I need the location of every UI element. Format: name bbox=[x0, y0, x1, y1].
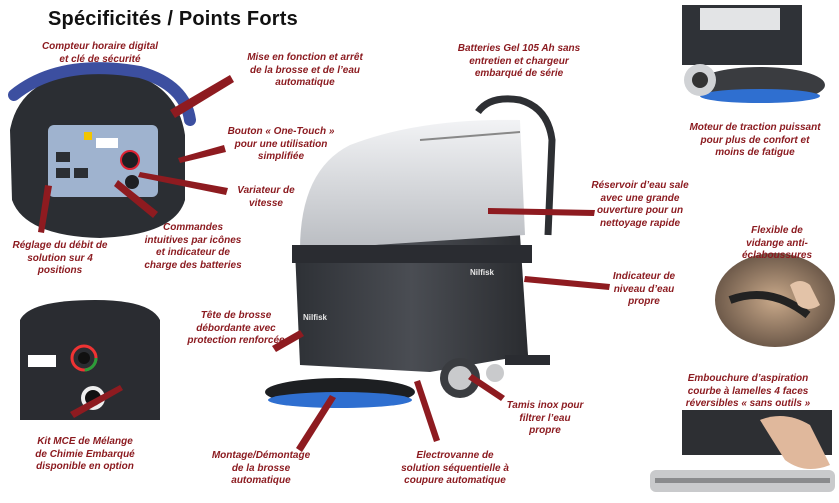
machine-brand: Nilfisk Nilfisk bbox=[303, 268, 495, 322]
caption-one-touch: Bouton « One-Touch »pour une utilisation… bbox=[227, 126, 335, 162]
hose-image bbox=[715, 253, 835, 347]
main-machine-image bbox=[265, 95, 556, 408]
svg-text:Nilfisk: Nilfisk bbox=[303, 313, 328, 322]
page-title: Spécificités / Points Forts bbox=[48, 8, 298, 30]
svg-text:Nilfisk: Nilfisk bbox=[470, 268, 495, 277]
squeegee-image bbox=[650, 410, 835, 492]
motor-image bbox=[682, 5, 825, 103]
callout-arrows bbox=[38, 75, 610, 452]
control-panel-image bbox=[8, 62, 196, 238]
